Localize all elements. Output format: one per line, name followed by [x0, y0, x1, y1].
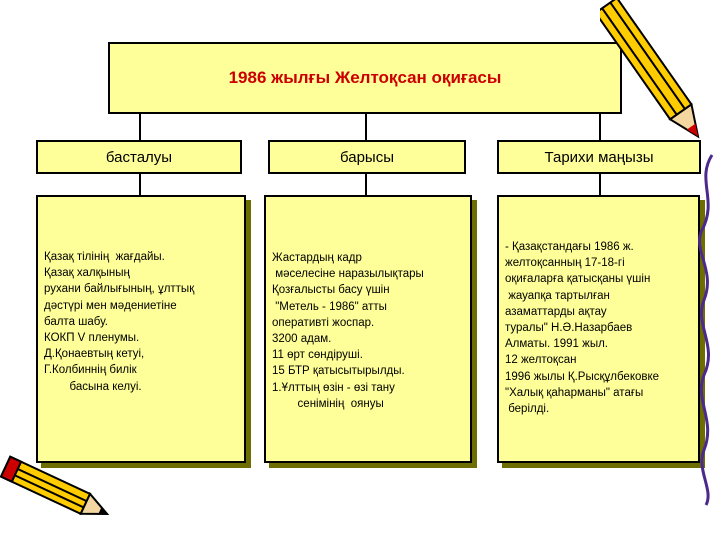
pencil-icon-top-right	[600, 0, 700, 139]
text-line: басына келуі.	[44, 380, 142, 393]
text-line: 3200 адам.	[272, 333, 332, 346]
text-line: "Халық қаһарманы" атағы	[505, 386, 644, 399]
text-line: - Қазақстандағы 1986 ж.	[505, 241, 634, 253]
column-body-start: Қазақ тілінің жағдайы. Қазақ халқының ру…	[36, 195, 246, 463]
text-line: рухани байлығының, ұлттық	[44, 283, 195, 296]
connector-col2	[365, 174, 367, 195]
text-line: сенімінің оянуы	[272, 397, 384, 410]
text-line: дәстүрі мен мәдениетіне	[44, 299, 177, 312]
text-line: КОКП V пленумы.	[44, 332, 140, 345]
pencil-icon-bottom-left	[0, 455, 110, 516]
column-heading-significance: Тарихи маңызы	[497, 140, 701, 174]
column-heading-start: басталуы	[36, 140, 242, 174]
text-line: 15 БТР қатысытырылды.	[272, 365, 405, 378]
text-line: 12 желтоқсан	[505, 354, 577, 367]
text-line: берілді.	[505, 403, 550, 416]
text-line: Қазақ халқының	[44, 267, 130, 280]
text-line: жауапқа тартылған	[505, 289, 610, 302]
text-line: оқиғаларға қатысқаны үшін	[505, 273, 651, 286]
diagram-title: 1986 жылғы Желтоқсан оқиғасы	[108, 42, 622, 114]
purple-swirl-decoration	[698, 154, 714, 506]
connector-title-to-col2	[365, 114, 367, 140]
text-line: 1996 жылы Қ.Рысқұлбековке	[505, 370, 660, 383]
text-line: "Метель - 1986" атты	[272, 300, 387, 313]
text-line: Қазақ тілінің жағдайы.	[44, 251, 165, 263]
text-line: туралы" Н.Ә.Назарбаев	[505, 322, 633, 335]
connector-col3	[599, 174, 601, 195]
connector-title-to-col1	[139, 114, 141, 140]
text-line: Алматы. 1991 жыл.	[505, 338, 608, 351]
text-line: оперативті жоспар.	[272, 316, 375, 329]
text-line: Г.Колбиннің билік	[44, 364, 137, 377]
column-body-course: Жастардың кадр мәселесіне наразылықтары …	[264, 195, 472, 463]
text-line: желтоқсанның 17-18-гі	[505, 257, 625, 270]
column-body-significance: - Қазақстандағы 1986 ж. желтоқсанның 17-…	[497, 195, 700, 463]
connector-title-to-col3	[599, 114, 601, 140]
text-line: Жастардың кадр	[272, 252, 362, 264]
text-line: 1.Ұлттың өзін - өзі тану	[272, 381, 395, 394]
text-line: азаматтарды ақтау	[505, 305, 607, 318]
column-heading-course: барысы	[268, 140, 466, 174]
text-line: Д.Қонаевтың кетуі,	[44, 348, 145, 361]
text-line: 11 өрт сөндіруші.	[272, 349, 363, 362]
text-line: мәселесіне наразылықтары	[272, 268, 424, 281]
connector-col1	[139, 174, 141, 195]
text-line: Қозғалысты басу үшін	[272, 284, 390, 297]
text-line: балта шабу.	[44, 315, 108, 328]
